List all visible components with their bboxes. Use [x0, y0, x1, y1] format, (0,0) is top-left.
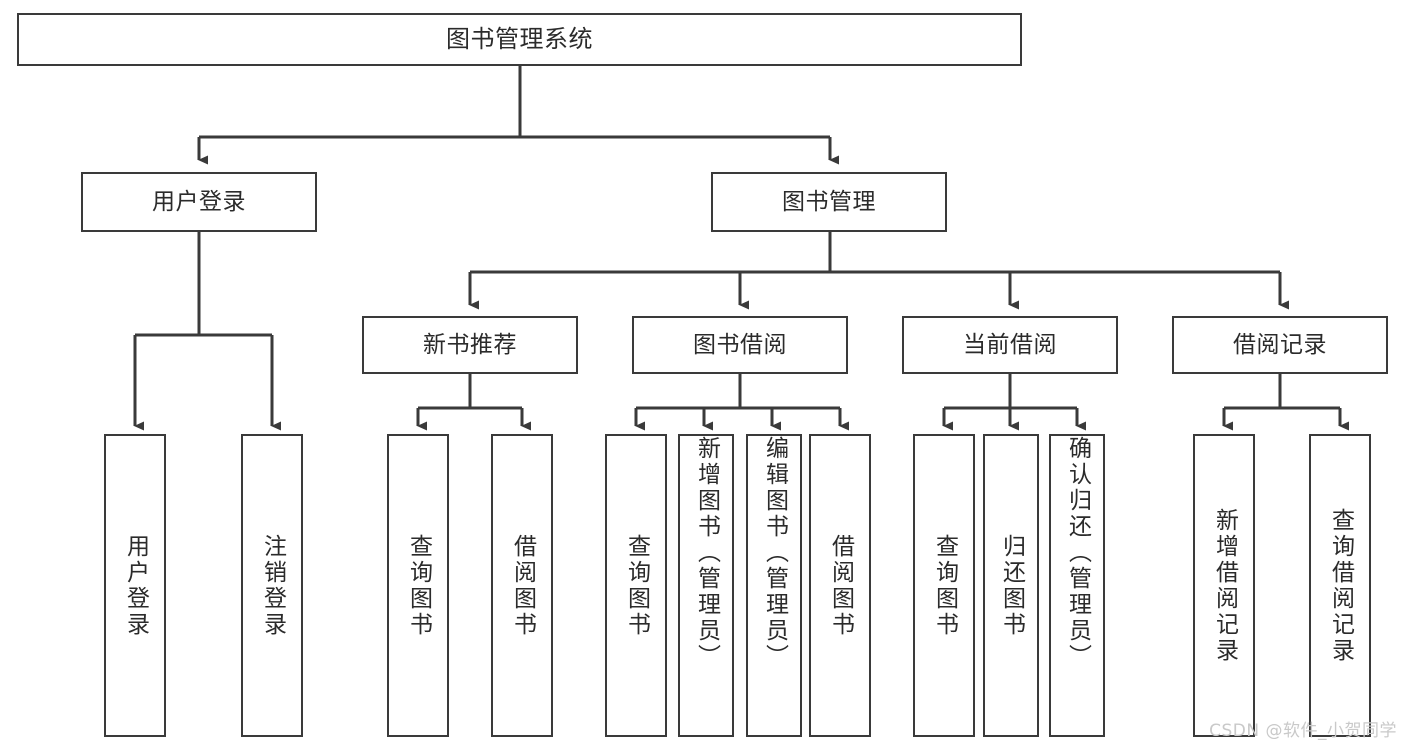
leaf-query-book-current[interactable]: 查询图书: [913, 434, 975, 737]
node-label: 借阅图书: [509, 533, 536, 638]
leaf-add-borrow-record[interactable]: 新增借阅记录: [1193, 434, 1255, 737]
node-label: 用户登录: [152, 188, 246, 215]
node-label: 查询借阅记录: [1327, 507, 1354, 664]
node-new-book-recommend[interactable]: 新书推荐: [362, 316, 578, 374]
node-label: 新增借阅记录: [1211, 507, 1238, 664]
node-label: 查询图书: [405, 533, 432, 638]
node-label: 当前借阅: [963, 331, 1057, 358]
node-label: 新书推荐: [423, 331, 517, 358]
node-book-management[interactable]: 图书管理: [711, 172, 947, 232]
node-label: 新增图书（管理员）: [693, 436, 720, 670]
leaf-edit-book-admin[interactable]: 编辑图书（管理员）: [746, 434, 802, 737]
node-label: 借阅图书: [827, 533, 854, 638]
node-current-borrow[interactable]: 当前借阅: [902, 316, 1118, 374]
leaf-query-book-borrow[interactable]: 查询图书: [605, 434, 667, 737]
leaf-user-login[interactable]: 用户登录: [104, 434, 166, 737]
node-book-borrow[interactable]: 图书借阅: [632, 316, 848, 374]
node-label: 借阅记录: [1233, 331, 1327, 358]
node-label: 用户登录: [122, 533, 149, 638]
leaf-borrow-book-recommend[interactable]: 借阅图书: [491, 434, 553, 737]
node-root-system[interactable]: 图书管理系统: [17, 13, 1022, 66]
leaf-return-book[interactable]: 归还图书: [983, 434, 1039, 737]
leaf-user-logout[interactable]: 注销登录: [241, 434, 303, 737]
node-user-login[interactable]: 用户登录: [81, 172, 317, 232]
watermark: CSDN @软件_小贺同学: [1209, 721, 1397, 741]
leaf-query-borrow-record[interactable]: 查询借阅记录: [1309, 434, 1371, 737]
leaf-borrow-book[interactable]: 借阅图书: [809, 434, 871, 737]
node-label: 图书借阅: [693, 331, 787, 358]
leaf-confirm-return-admin[interactable]: 确认归还（管理员）: [1049, 434, 1105, 737]
leaf-add-book-admin[interactable]: 新增图书（管理员）: [678, 434, 734, 737]
node-label: 图书管理系统: [446, 24, 593, 53]
node-label: 图书管理: [782, 188, 876, 215]
node-label: 确认归还（管理员）: [1064, 436, 1091, 670]
node-label: 编辑图书（管理员）: [761, 436, 788, 670]
node-label: 归还图书: [998, 533, 1025, 638]
node-borrow-record[interactable]: 借阅记录: [1172, 316, 1388, 374]
node-label: 查询图书: [931, 533, 958, 638]
leaf-query-book-recommend[interactable]: 查询图书: [387, 434, 449, 737]
node-label: 查询图书: [623, 533, 650, 638]
node-label: 注销登录: [259, 533, 286, 638]
